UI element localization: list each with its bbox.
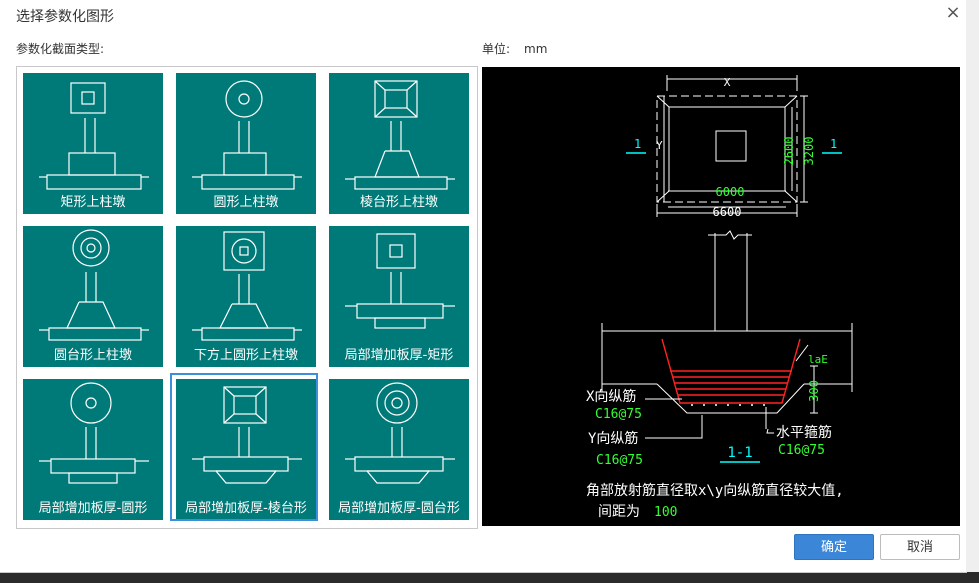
local-thicken-round-frustum-icon [345,382,455,484]
square-round-column-pier-icon [192,231,302,341]
dim-y-label: Y [656,139,663,152]
local-thicken-round-icon [39,382,149,484]
rect-column-pier-icon [39,82,149,190]
background-app-strip [966,0,979,572]
section-title: 1-1 [727,445,752,461]
shape-grid: 矩形上柱墩 圆形上柱墩 [16,66,478,529]
dim-3200: 3200 [802,137,816,166]
round-column-pier-icon [192,80,302,190]
note-line-1: 角部放射筋直径取x\y向纵筋直径较大值, [586,482,844,499]
local-thicken-rect-icon [345,233,455,329]
local-thicken-frustum-icon [192,386,302,484]
selected-tile-highlight [170,373,318,521]
section-type-label: 参数化截面类型: [16,42,105,56]
round-frustum-column-pier-icon [39,229,149,341]
tile-label: 局部增加板厚-圆台形 [338,501,460,516]
tile-label: 矩形上柱墩 [60,195,126,210]
tile-label: 局部增加板厚-圆形 [38,501,148,516]
preview-drawing: X Y 6000 6600 2600 3200 1 1 [586,75,853,520]
x-rebar-value: C16@75 [595,407,642,422]
note-line-2-value: 100 [654,505,677,520]
frustum-column-pier-icon [345,80,455,190]
tile-local-thicken-frustum[interactable]: 局部增加板厚-棱台形 [176,379,316,520]
dim-6000: 6000 [716,185,745,199]
y-rebar-label: Y向纵筋 [588,430,638,447]
dim-x-label: X [724,76,731,89]
dim-300: 300 [807,380,821,402]
dim-lae: laE [808,353,828,366]
hoop-value: C16@75 [778,443,825,458]
tile-label: 圆形上柱墩 [213,195,279,210]
tile-round-frustum-column-pier[interactable]: 圆台形上柱墩 [23,226,163,367]
unit-label: 单位: mm [482,40,547,57]
tile-local-thicken-round-frustum[interactable]: 局部增加板厚-圆台形 [329,379,469,520]
tile-local-thicken-round[interactable]: 局部增加板厚-圆形 [23,379,163,520]
cancel-button[interactable]: 取消 [880,534,960,560]
dim-2600: 2600 [782,137,796,166]
tile-label: 棱台形上柱墩 [359,195,438,210]
note-line-2-prefix: 间距为 [598,504,640,520]
tile-label: 局部增加板厚-矩形 [344,348,454,363]
tile-round-column-pier[interactable]: 圆形上柱墩 [176,73,316,214]
y-rebar-value: C16@75 [596,453,643,468]
dialog-title: 选择参数化图形 [16,9,114,25]
close-icon[interactable]: × [945,2,961,23]
ok-button[interactable]: 确定 [794,534,874,560]
parametric-shape-dialog: 选择参数化图形 × 参数化截面类型: 单位: mm 矩形上柱墩 [0,0,967,573]
dim-6600: 6600 [713,205,742,219]
tile-frustum-column-pier[interactable]: 棱台形上柱墩 [329,73,469,214]
tile-local-thicken-rect[interactable]: 局部增加板厚-矩形 [329,226,469,367]
x-rebar-label: X向纵筋 [586,388,636,405]
section-mark-right: 1 [830,137,837,151]
unit-value: mm [524,42,548,56]
tile-label: 下方上圆形上柱墩 [193,348,298,363]
tile-rect-column-pier[interactable]: 矩形上柱墩 [23,73,163,214]
section-mark-left: 1 [634,137,641,151]
shape-preview: X Y 6000 6600 2600 3200 1 1 [482,67,960,526]
unit-caption: 单位: [482,42,511,56]
tile-label: 圆台形上柱墩 [53,348,132,363]
tile-square-round-column-pier[interactable]: 下方上圆形上柱墩 [176,226,316,367]
hoop-label: 水平箍筋 [776,424,832,441]
tile-label: 局部增加板厚-棱台形 [185,501,307,516]
